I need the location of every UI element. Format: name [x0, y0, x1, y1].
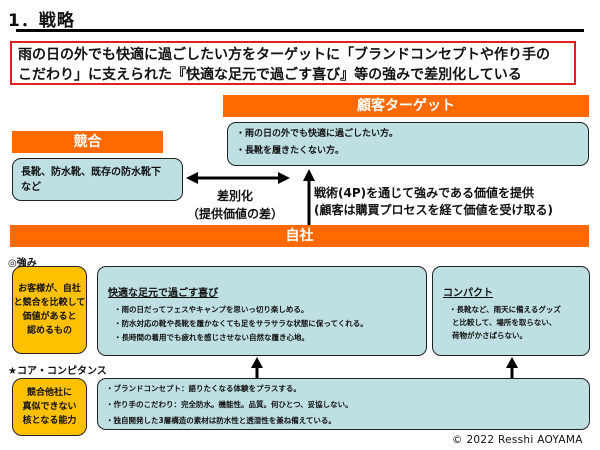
- page-title: 1．戦略: [8, 11, 75, 31]
- differentiation-label: 差別化 （提供価値の差）: [180, 187, 290, 223]
- tactics-line-2: (顧客は購買プロセスを経て価値を受け取る): [314, 203, 553, 217]
- competitor-text-line-2: など: [21, 182, 41, 193]
- customer-item: ・雨の日の外でも快適に過ごしたい方。: [236, 129, 399, 139]
- customer-target-box: ・雨の日の外でも快適に過ごしたい方。 ・長靴を履きたくない方。: [227, 122, 589, 166]
- summary-line-1: 雨の日の外でも快適に過ごしたい方をターゲットに「ブランドコンセプトや作り手の: [18, 47, 550, 63]
- core-competence-box: ・ブランドコンセプト：語りたくなる体験をプラスする。 ・作り手のこだわり：完全防…: [97, 378, 590, 430]
- differentiation-line-1: 差別化: [216, 189, 253, 203]
- core-to-strength2-arrow-icon: [506, 357, 518, 378]
- strength-card-item: ・長靴など、雨天に備えるグッズ: [449, 305, 561, 314]
- core-item: ・独自開発した3層構造の素材は防水性と透湿性を兼ね備えている。: [106, 416, 336, 425]
- competitor-band: 競合: [12, 131, 163, 153]
- strengths-definition-box: お客様が、自社 と競合を比較して 価値があると 認めるもの: [12, 266, 87, 354]
- strength-card-item: ・長時間の着用でも疲れを感じさせない自然な履き心地。: [114, 333, 309, 342]
- competitor-box: 長靴、防水靴、既存の防水靴下 など: [12, 158, 183, 201]
- strength-card-item: ・防水対応の靴や長靴を履かなくても足をサラサラな状態に保ってくれる。: [114, 319, 368, 328]
- strength-card-item: ・雨の日だってフェスやキャンプを思いっ切り楽しめる。: [114, 305, 309, 314]
- strengths-section-label: ◎強み: [8, 258, 37, 269]
- core-definition-line: 真似できない: [22, 402, 77, 412]
- strategy-summary: 雨の日の外でも快適に過ごしたい方をターゲットに「ブランドコンセプトや作り手の こ…: [10, 41, 576, 85]
- tactics-line-1: 戦術(4P)を通じて強みである価値を提供: [314, 186, 534, 200]
- title-divider: [16, 29, 584, 32]
- customer-target-band: 顧客ターゲット: [223, 95, 589, 117]
- core-item: ・ブランドコンセプト：語りたくなる体験をプラスする。: [106, 384, 301, 393]
- copyright-notice: © 2022 Resshi AOYAMA: [452, 434, 583, 446]
- strength-card-title: コンパクト: [443, 288, 493, 299]
- summary-line-2: こだわり」に支えられた『快適な足元で過ごす喜び』等の強みで差別化している: [18, 67, 522, 83]
- core-to-strength1-arrow-icon: [251, 357, 263, 378]
- strengths-definition-line: 価値があると: [22, 312, 77, 322]
- strengths-definition-line: 認めるもの: [26, 326, 72, 336]
- core-definition-line: 競合他社に: [26, 388, 72, 398]
- customer-item: ・長靴を履きたくない方。: [236, 146, 345, 156]
- core-competence-section-label: ★コア・コンピタンス: [8, 366, 107, 377]
- strength-card-compact: コンパクト ・長靴など、雨天に備えるグッズ と比較して、場所を取らない、 荷物が…: [432, 266, 590, 356]
- strengths-definition-line: と競合を比較して: [13, 298, 86, 308]
- core-definition-line: 核となる能力: [22, 416, 77, 426]
- core-item: ・作り手のこだわり：完全防水。機能性。品質。何ひとつ、妥協しない。: [106, 400, 353, 409]
- competitor-text-line-1: 長靴、防水靴、既存の防水靴下: [21, 167, 161, 178]
- strength-card-comfort: 快適な足元で過ごす喜び ・雨の日だってフェスやキャンプを思いっ切り楽しめる。 ・…: [97, 266, 427, 356]
- core-competence-definition-box: 競合他社に 真似できない 核となる能力: [12, 378, 87, 436]
- strengths-definition-line: お客様が、自社: [18, 284, 81, 294]
- differentiation-double-arrow-icon: [186, 172, 290, 184]
- strength-card-item: 荷物がかさばらない。: [452, 331, 527, 340]
- strength-card-title: 快適な足元で過ごす喜び: [108, 288, 219, 299]
- strength-card-item: と比較して、場所を取らない、: [452, 318, 557, 327]
- tactics-label: 戦術(4P)を通じて強みである価値を提供 (顧客は購買プロセスを経て価値を受け取…: [314, 185, 600, 219]
- self-company-band: 自社: [10, 225, 589, 247]
- differentiation-line-2: （提供価値の差）: [186, 207, 283, 221]
